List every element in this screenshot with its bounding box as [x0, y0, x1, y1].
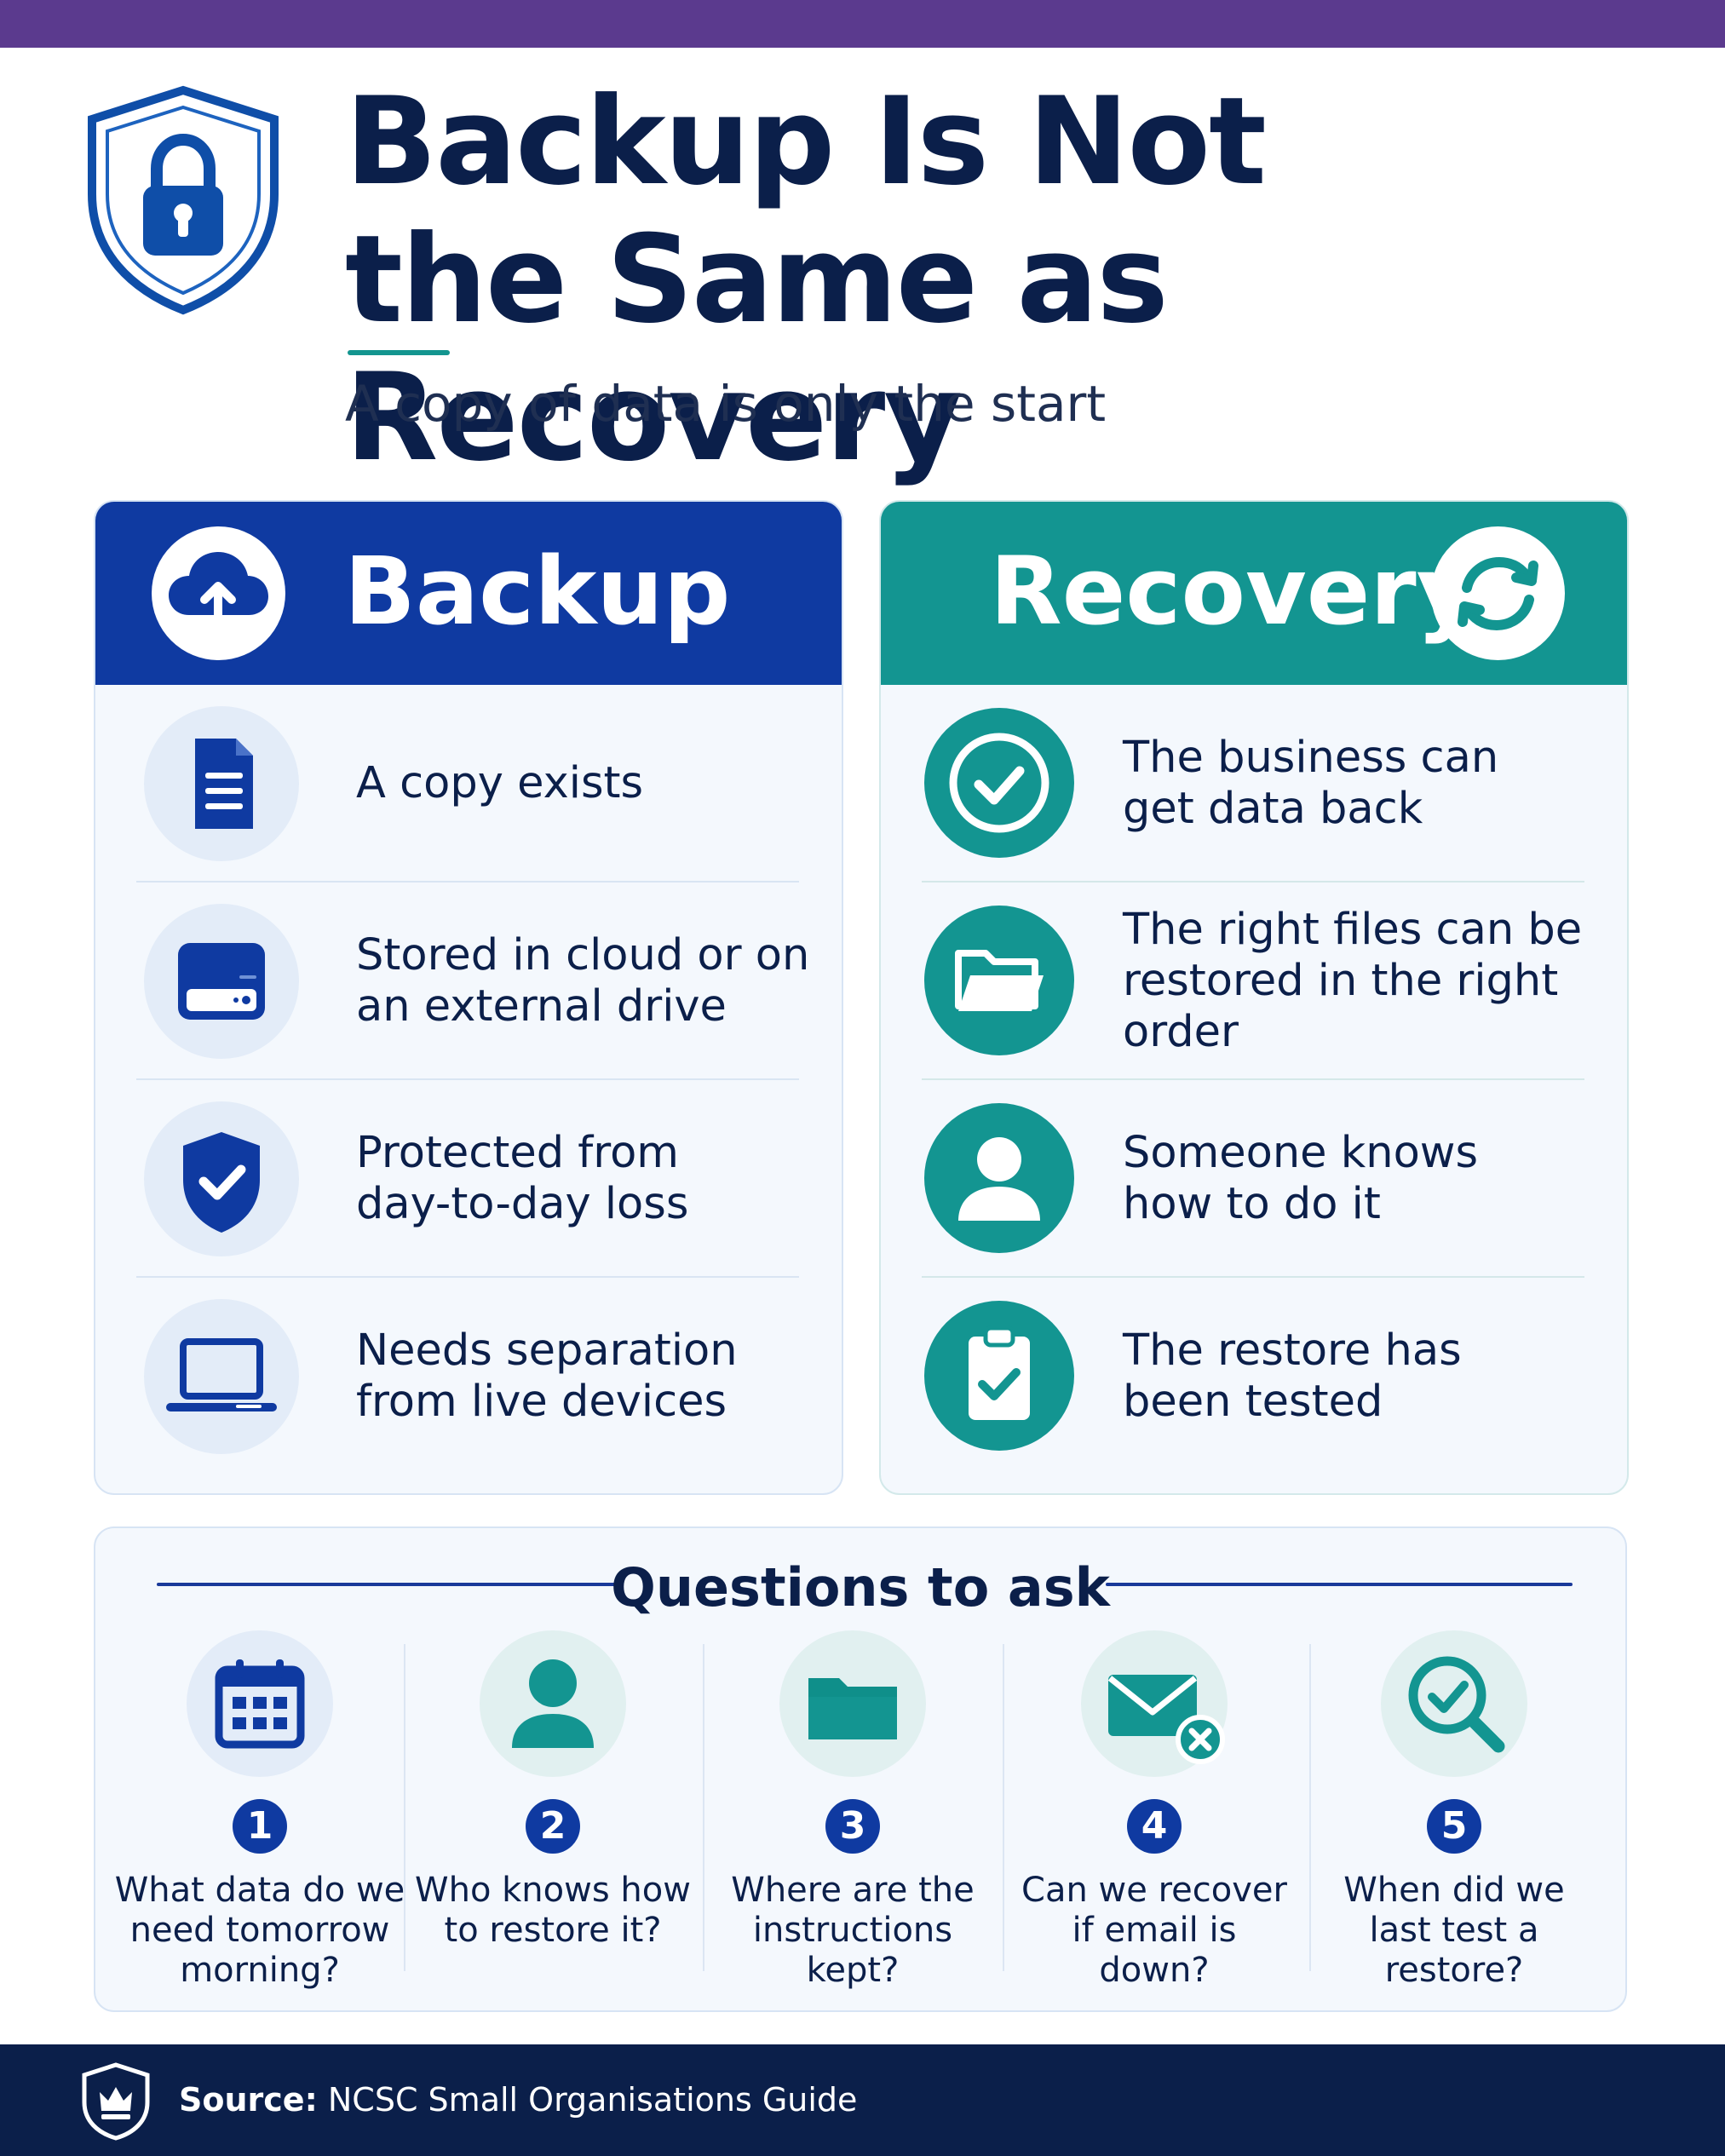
backup-item-text: Needs separation from live devices: [356, 1325, 738, 1427]
row-divider: [922, 1078, 1584, 1080]
person-icon: [924, 1103, 1074, 1253]
question-text: Who knows how to restore it?: [415, 1871, 691, 1950]
laptop-icon: [144, 1299, 299, 1454]
check-circle-icon: [924, 708, 1074, 858]
shield-lock-icon: [88, 85, 279, 315]
recovery-item-text: The right files can be restored in the r…: [1123, 905, 1583, 1057]
row-divider: [922, 881, 1584, 883]
recovery-item: The business can get data back: [881, 685, 1627, 883]
recovery-item: The restore has been tested: [881, 1278, 1627, 1475]
refresh-icon: [1431, 526, 1565, 660]
email-error-icon: [1081, 1630, 1228, 1777]
backup-item-text: A copy exists: [356, 758, 644, 808]
recovery-item-text: The restore has been tested: [1123, 1325, 1462, 1427]
row-divider: [136, 1078, 799, 1080]
questions-panel: Questions to ask 1 What data do we need …: [94, 1526, 1627, 2012]
cloud-upload-icon: [152, 526, 285, 660]
recovery-card-title: Recovery: [990, 537, 1478, 646]
backup-item-text: Protected from day-to-day loss: [356, 1128, 689, 1229]
folder-icon: [779, 1630, 926, 1777]
column-divider: [1003, 1644, 1004, 1971]
question-item: 1 What data do we need tomorrow morning?: [111, 1630, 409, 2005]
heading-rule-left: [157, 1583, 624, 1586]
question-item: 3 Where are the instructions kept?: [704, 1630, 1002, 2005]
source-name: NCSC Small Organisations Guide: [327, 2081, 858, 2119]
recovery-item-text: The business can get data back: [1123, 733, 1499, 834]
backup-item: Stored in cloud or on an external drive: [95, 883, 842, 1080]
question-number: 1: [233, 1799, 287, 1854]
backup-item: A copy exists: [95, 685, 842, 883]
question-text: Where are the instructions kept?: [731, 1871, 975, 1990]
backup-item: Protected from day-to-day loss: [95, 1080, 842, 1278]
top-accent-bar: [0, 0, 1725, 48]
column-divider: [1309, 1644, 1311, 1971]
backup-card-header: Backup: [95, 502, 842, 685]
recovery-card-header: Recovery: [881, 502, 1627, 685]
document-icon: [144, 706, 299, 861]
source-credit: Source: NCSC Small Organisations Guide: [179, 2075, 857, 2124]
recovery-item: Someone knows how to do it: [881, 1080, 1627, 1278]
question-text: Can we recover if email is down?: [1021, 1871, 1287, 1990]
person-icon: [480, 1630, 626, 1777]
clipboard-check-icon: [924, 1301, 1074, 1451]
heading-rule-right: [1106, 1583, 1573, 1586]
backup-item-text: Stored in cloud or on an external drive: [356, 930, 810, 1032]
folder-icon: [924, 906, 1074, 1055]
recovery-item-text: Someone knows how to do it: [1123, 1128, 1479, 1229]
page-title-line-1: Backup Is Not: [345, 72, 1267, 212]
page-subtitle: A copy of data is only the start: [345, 375, 1107, 433]
question-item: 2 Who knows how to restore it?: [404, 1630, 702, 2005]
search-check-icon: [1381, 1630, 1527, 1777]
backup-item: Needs separation from live devices: [95, 1278, 842, 1475]
title-underline: [348, 350, 450, 355]
question-item: 5 When did we last test a restore?: [1305, 1630, 1603, 2005]
backup-card-title: Backup: [344, 537, 731, 646]
row-divider: [136, 881, 799, 883]
row-divider: [136, 1276, 799, 1278]
row-divider: [922, 1276, 1584, 1278]
recovery-item: The right files can be restored in the r…: [881, 883, 1627, 1080]
crown-shield-icon: [82, 2062, 150, 2141]
question-number: 5: [1427, 1799, 1481, 1854]
shield-check-icon: [144, 1101, 299, 1256]
calendar-icon: [187, 1630, 333, 1777]
recovery-card: Recovery The business can get data back …: [879, 500, 1629, 1495]
source-label: Source:: [179, 2081, 318, 2119]
footer: Source: NCSC Small Organisations Guide: [0, 2044, 1725, 2156]
backup-card: Backup A copy exists Stored in cloud or …: [94, 500, 843, 1495]
column-divider: [703, 1644, 704, 1971]
question-number: 3: [825, 1799, 880, 1854]
question-text: What data do we need tomorrow morning?: [114, 1871, 405, 1990]
questions-heading: Questions to ask: [611, 1556, 1110, 1618]
column-divider: [404, 1644, 405, 1971]
question-number: 4: [1127, 1799, 1182, 1854]
question-item: 4 Can we recover if email is down?: [1005, 1630, 1303, 2005]
question-text: When did we last test a restore?: [1343, 1871, 1565, 1990]
hard-drive-icon: [144, 904, 299, 1059]
page-title: Backup Is Not the Same as Recovery: [345, 73, 1623, 487]
page-title-line-2: the Same as Recovery: [345, 210, 1169, 488]
question-number: 2: [526, 1799, 580, 1854]
